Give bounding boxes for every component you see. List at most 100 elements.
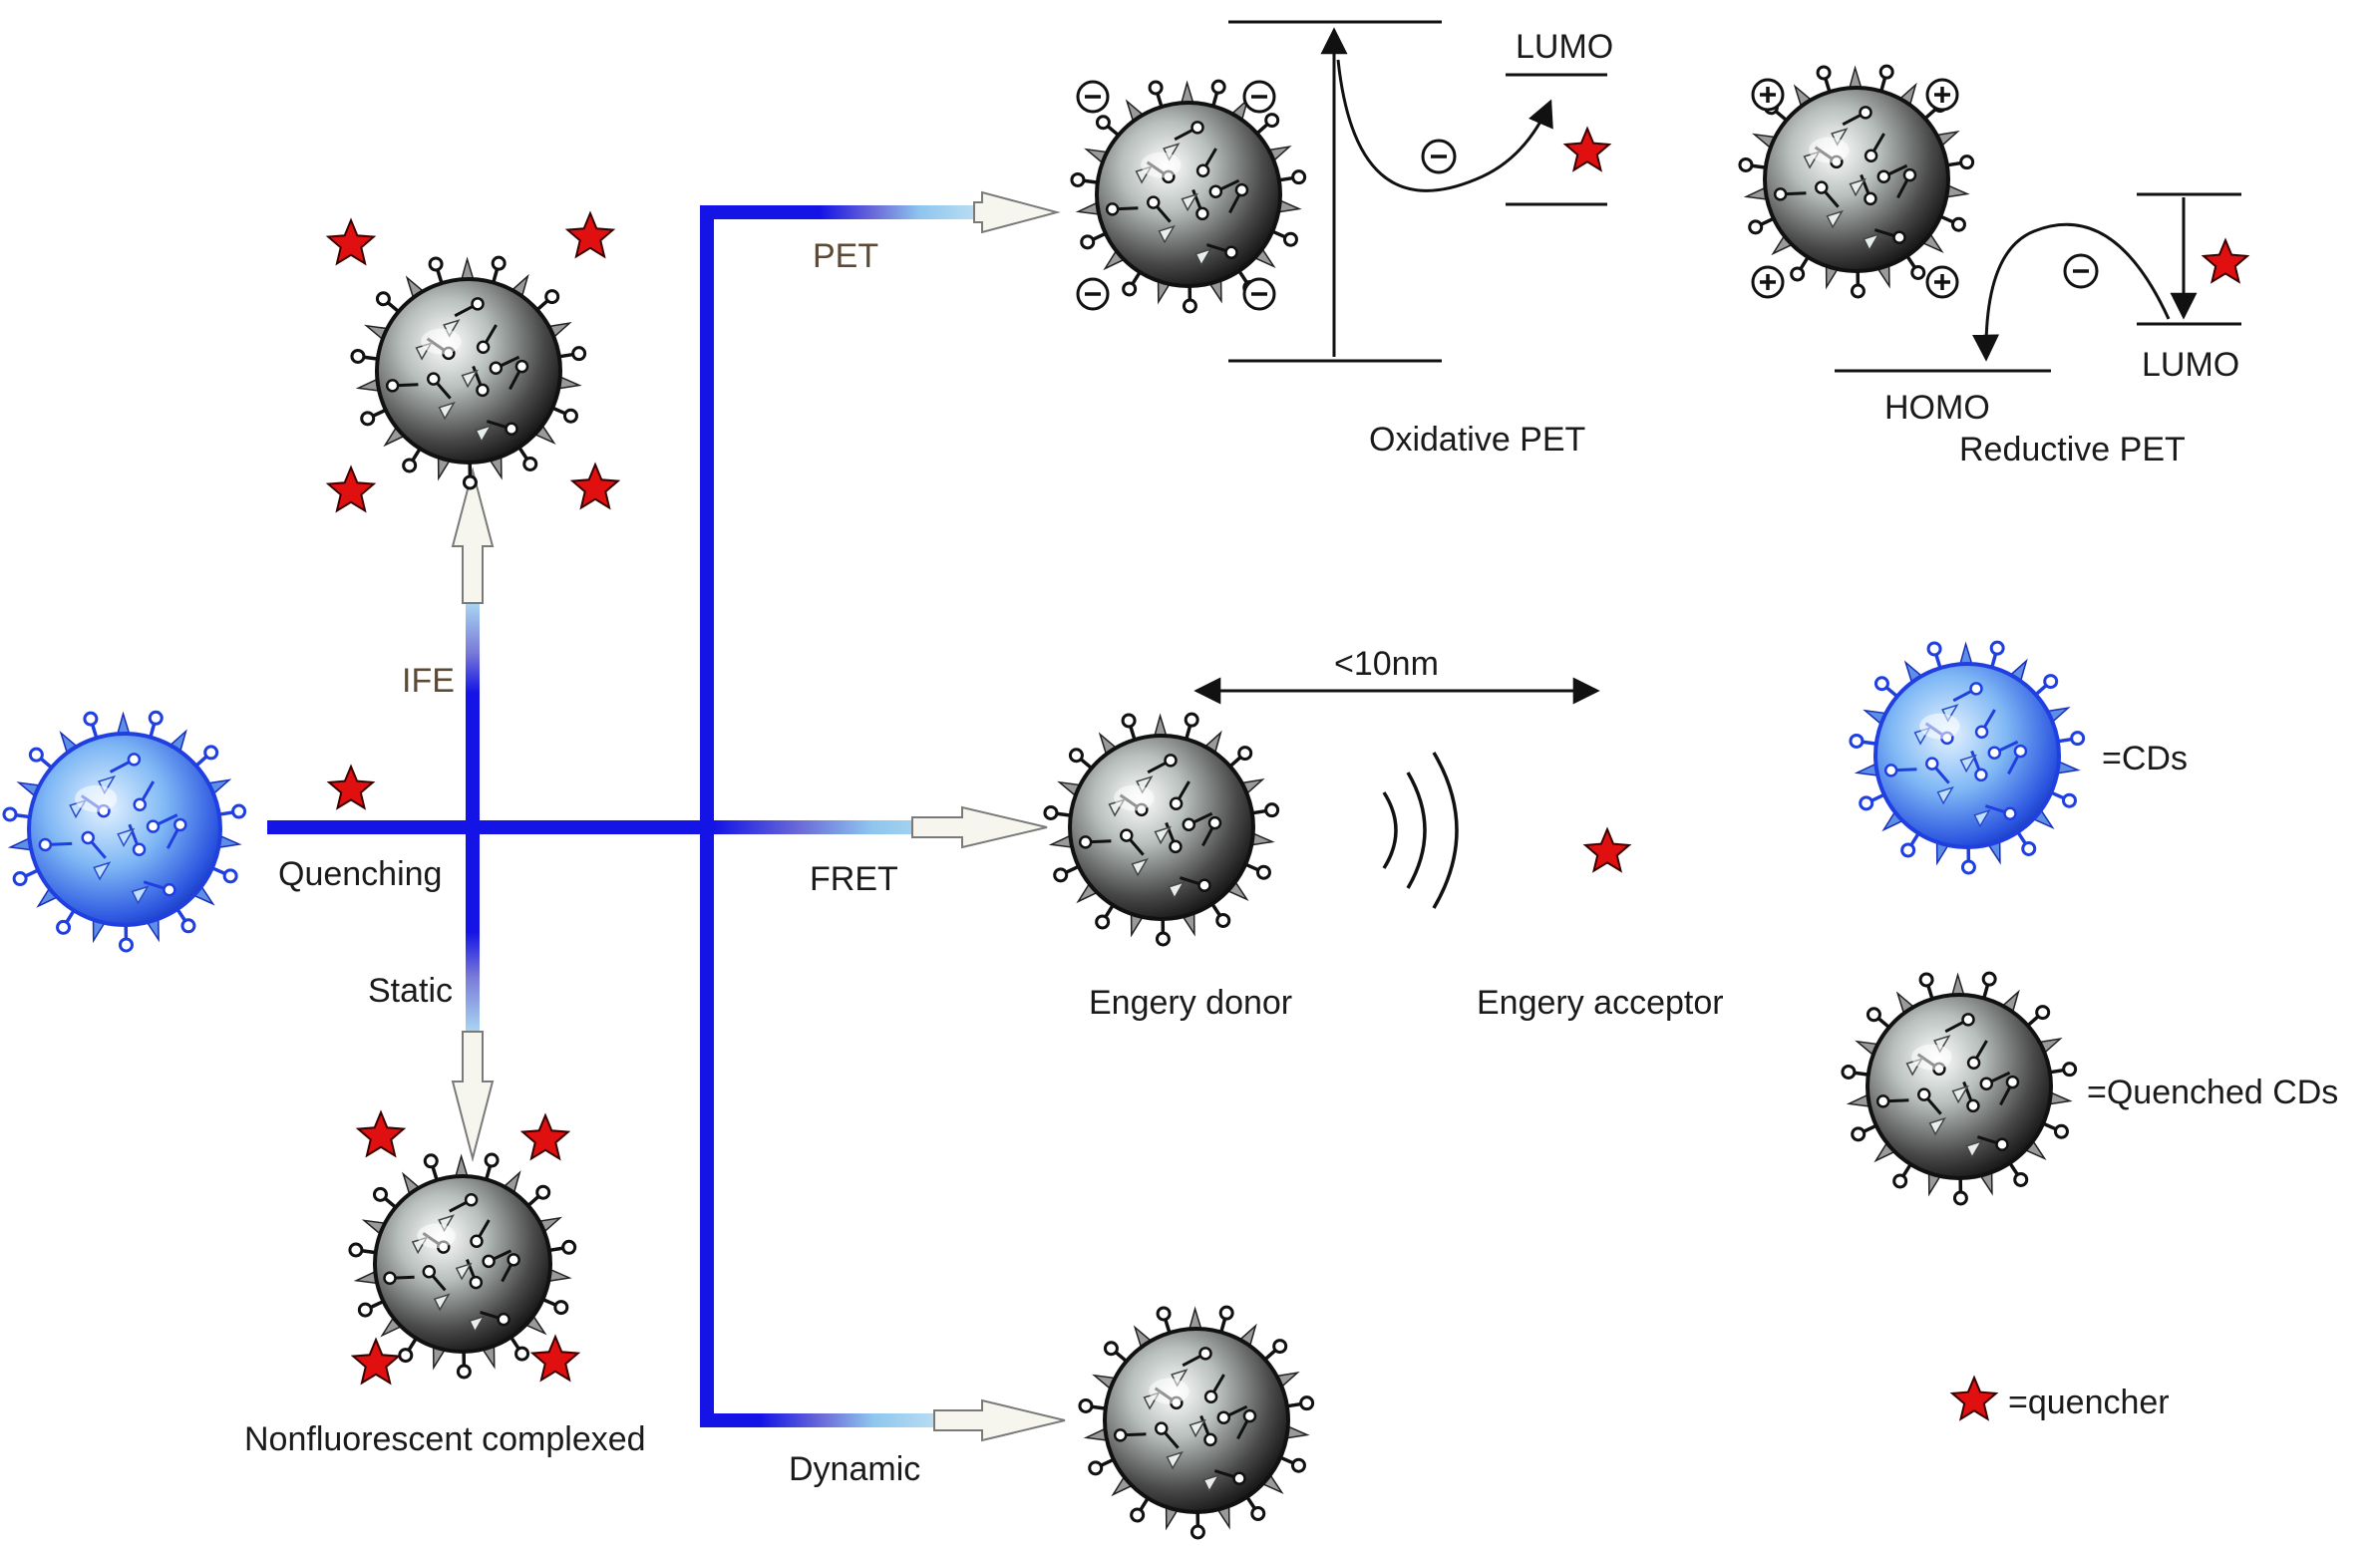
electron-transfer-arrow (1336, 59, 1553, 192)
ligand-head (1873, 676, 1889, 692)
legend-quencher-label: =quencher (2008, 1384, 2170, 1421)
pet-arrow (973, 190, 1061, 234)
positive-charge-icon (1751, 78, 1785, 112)
inner-ligand-head (1969, 682, 1983, 696)
inner-ligand-head (1974, 725, 1989, 739)
inner-spike (455, 1262, 473, 1281)
inner-ligand-head (476, 340, 491, 354)
particle-highlight (1141, 152, 1182, 178)
inner-ligand-head (1883, 764, 1898, 777)
inner-spike (1189, 1418, 1206, 1438)
ligand-head (1237, 746, 1253, 762)
inner-spike (433, 1293, 451, 1312)
inner-ligand-head (1815, 180, 1829, 194)
pathway-trunk (700, 205, 714, 1427)
quenching-main-bar (267, 820, 712, 834)
ligand-head (118, 937, 134, 953)
star-shape (1582, 826, 1632, 873)
inner-ligand-head (1242, 1408, 1257, 1423)
quencher-star-icon (2201, 237, 2250, 284)
inner-spike (1951, 1084, 1969, 1104)
ligand-head (1255, 864, 1271, 880)
ligand-head (1878, 64, 1894, 80)
inner-ligand-head (1864, 191, 1877, 206)
ligand-head (56, 919, 72, 935)
ligand-head (28, 747, 44, 763)
fret-branch-gradient (714, 820, 957, 834)
inner-ligand-head (1169, 796, 1184, 810)
ligand-head (1272, 1339, 1288, 1355)
ligand-head (484, 1152, 500, 1168)
ligand-head (1068, 748, 1084, 764)
particle-core (1103, 1327, 1290, 1514)
ligand-head (1859, 795, 1874, 811)
inner-ligand-head (1216, 1410, 1231, 1424)
particle-core (1068, 734, 1255, 921)
inner-ligand-head (422, 1265, 437, 1279)
static-branch-gradient (466, 932, 480, 1032)
ligand-head (1892, 1173, 1908, 1189)
star-shape (326, 764, 376, 810)
inner-ligand-head (1864, 149, 1878, 162)
inner-spike (117, 827, 136, 847)
inner-ligand-head (1155, 1421, 1169, 1435)
ligand-head (2, 806, 18, 822)
ligand-head (357, 1302, 373, 1318)
quencher-star-icon (529, 1334, 581, 1383)
inner-ligand-head (1925, 757, 1939, 771)
ligand-head (203, 745, 219, 761)
inner-ligand-head (1234, 182, 1249, 197)
ligand-head (1095, 115, 1111, 131)
electron-icon (1421, 139, 1457, 174)
inner-ligand-head (1113, 1428, 1128, 1442)
star-shape (519, 1112, 571, 1161)
quencher-star-icon (355, 1109, 407, 1158)
inner-spike (438, 401, 456, 421)
cd-particle-source (2, 710, 247, 953)
inner-ligand-head (1773, 187, 1788, 201)
inner-ligand-head (1203, 1432, 1217, 1447)
ligand-head (372, 1186, 388, 1202)
ligand-head (1130, 1507, 1146, 1523)
negative-charge-icon (1076, 277, 1110, 311)
inner-spike (1181, 192, 1198, 212)
inner-spike (1965, 1139, 1983, 1159)
ligand-head (544, 289, 560, 305)
inner-ligand-head (1203, 1390, 1218, 1403)
ligand-head (1290, 1457, 1306, 1473)
inner-spike (1849, 177, 1867, 197)
ligand-head (1790, 266, 1806, 282)
inner-ligand-head (427, 372, 441, 386)
inner-spike (1936, 785, 1954, 805)
main-pathways (267, 190, 1066, 1442)
ligand-head (1080, 234, 1096, 250)
inner-ligand-head (163, 882, 176, 897)
ligand-head (2070, 731, 2086, 747)
inner-ligand-head (1232, 1471, 1246, 1485)
ligand-head (1190, 1524, 1205, 1540)
inner-ligand-head (127, 753, 142, 767)
ife-label: IFE (402, 662, 455, 700)
ligand-head (1250, 1505, 1266, 1521)
inner-spike (131, 885, 150, 905)
ligand-head (398, 1348, 414, 1364)
pet-branch-solid (700, 205, 820, 219)
ligand-head (535, 1184, 551, 1200)
quenched-cd-oxidative-pet (1070, 79, 1307, 314)
ligand-head (360, 411, 376, 427)
inner-spike (1154, 825, 1172, 845)
inner-ligand-head (2003, 806, 2017, 820)
ligand-head (2035, 1005, 2051, 1021)
ligand-head (1926, 641, 1942, 657)
ligand-head (553, 1300, 569, 1316)
inner-ligand-head (469, 1275, 484, 1290)
ligand-head (1959, 155, 1975, 170)
ligand-head (571, 346, 587, 362)
pet-branch-gradient (820, 205, 974, 219)
ligand-head (1043, 804, 1059, 820)
ligand-head (522, 456, 538, 471)
ligand-head (1960, 859, 1976, 875)
charges (1076, 78, 2099, 311)
legend-quenched-cd-particle (1841, 971, 2078, 1206)
